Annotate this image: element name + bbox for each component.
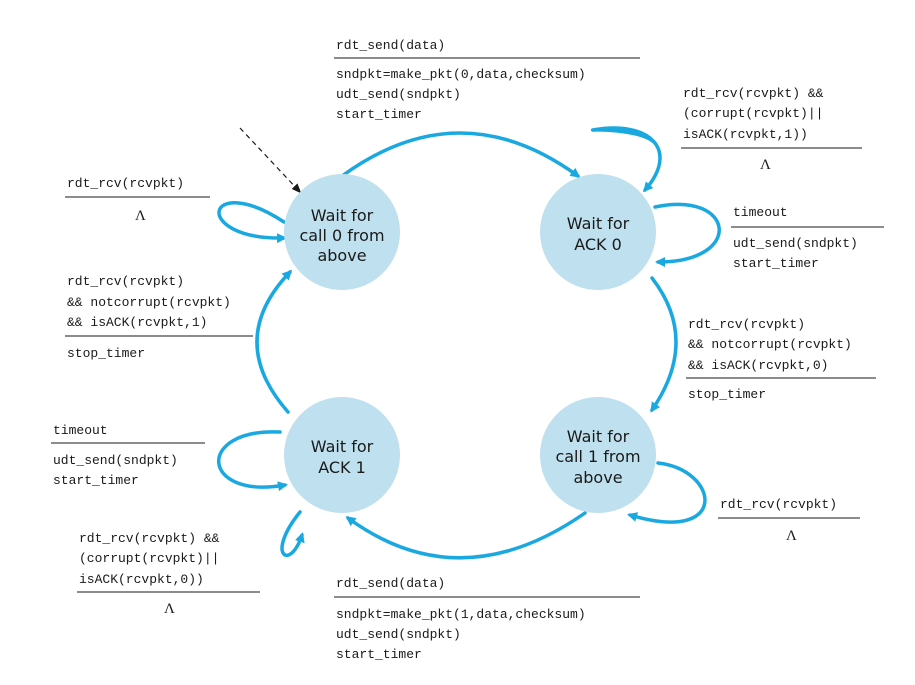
action-text: Λ — [786, 528, 797, 544]
initial-state-arrow — [239, 127, 302, 194]
arc-s2-to-s3 — [345, 511, 587, 560]
action-text: start_timer — [53, 473, 139, 488]
action-text: udt_send(sndpkt) — [733, 236, 858, 251]
action-text: start_timer — [336, 107, 422, 122]
action-text: udt_send(sndpkt) — [53, 453, 178, 468]
arc-s1-to-s2 — [650, 276, 678, 413]
label-ack0-ok: rdt_rcv(rcvpkt) && notcorrupt(rcvpkt) &&… — [686, 317, 876, 402]
state-wait-call-1: Wait for call 1 from above — [540, 397, 656, 513]
arc-s0-to-s1 — [340, 131, 581, 178]
label-timeout1: timeout udt_send(sndpkt) start_timer — [51, 423, 205, 488]
state-label-line: ACK 0 — [574, 235, 622, 254]
state-wait-call-0: Wait for call 0 from above — [284, 174, 400, 290]
action-text: start_timer — [336, 647, 422, 662]
state-label-line: ACK 1 — [318, 458, 366, 477]
label-wait0-rcv: rdt_rcv(rcvpkt) Λ — [65, 176, 210, 224]
state-label-line: above — [573, 468, 622, 487]
action-text: udt_send(sndpkt) — [336, 87, 461, 102]
state-label-line: Wait for — [311, 206, 374, 225]
event-text: rdt_rcv(rcvpkt) — [67, 176, 184, 191]
state-label-line: call 1 from — [555, 447, 640, 466]
action-text: sndpkt=make_pkt(1,data,checksum) — [336, 607, 586, 622]
action-text: stop_timer — [67, 346, 145, 361]
label-ack1-corrupt: rdt_rcv(rcvpkt) && (corrupt(rcvpkt)|| is… — [77, 531, 260, 617]
loop-s3-corrupt — [280, 510, 305, 557]
event-text: && isACK(rcvpkt,1) — [67, 315, 207, 330]
loop-s0-rcv — [217, 201, 287, 244]
event-text: rdt_rcv(rcvpkt) && — [683, 86, 824, 101]
state-label-line: Wait for — [311, 437, 374, 456]
loop-s1-corrupt — [591, 126, 662, 193]
event-text: timeout — [733, 205, 788, 220]
event-text: (corrupt(rcvpkt)|| — [79, 551, 219, 566]
event-text: rdt_send(data) — [336, 38, 445, 53]
action-text: stop_timer — [688, 387, 766, 402]
label-send0: rdt_send(data) sndpkt=make_pkt(0,data,ch… — [334, 38, 640, 122]
event-text: rdt_send(data) — [336, 576, 445, 591]
state-wait-ack-0: Wait for ACK 0 — [540, 174, 656, 290]
action-text: sndpkt=make_pkt(0,data,checksum) — [336, 67, 586, 82]
event-text: isACK(rcvpkt,0)) — [79, 572, 204, 587]
state-label-line: Wait for — [567, 214, 630, 233]
action-text: udt_send(sndpkt) — [336, 627, 461, 642]
state-wait-ack-1: Wait for ACK 1 — [284, 397, 400, 513]
state-label-line: Wait for — [567, 427, 630, 446]
action-text: Λ — [164, 601, 175, 617]
label-send1: rdt_send(data) sndpkt=make_pkt(1,data,ch… — [334, 576, 640, 662]
loop-s3-timeout — [217, 430, 288, 492]
event-text: && isACK(rcvpkt,0) — [688, 358, 828, 373]
action-text: Λ — [760, 157, 771, 173]
action-text: start_timer — [733, 256, 819, 271]
event-text: && notcorrupt(rcvpkt) — [67, 295, 231, 310]
event-text: (corrupt(rcvpkt)|| — [683, 106, 823, 121]
label-timeout0: timeout udt_send(sndpkt) start_timer — [731, 205, 884, 271]
event-text: && notcorrupt(rcvpkt) — [688, 337, 852, 352]
event-text: rdt_rcv(rcvpkt) — [688, 317, 805, 332]
label-ack0-corrupt: rdt_rcv(rcvpkt) && (corrupt(rcvpkt)|| is… — [681, 86, 862, 173]
state-label-line: call 0 from — [299, 226, 384, 245]
action-text: Λ — [135, 208, 146, 224]
loop-s1-timeout — [653, 202, 721, 267]
label-wait1-rcv: rdt_rcv(rcvpkt) Λ — [718, 497, 860, 544]
arc-s3-to-s0 — [255, 269, 293, 414]
event-text: timeout — [53, 423, 108, 438]
state-label-line: above — [317, 246, 366, 265]
event-text: rdt_rcv(rcvpkt) && — [79, 531, 220, 546]
event-text: isACK(rcvpkt,1)) — [683, 127, 808, 142]
label-ack1-ok: rdt_rcv(rcvpkt) && notcorrupt(rcvpkt) &&… — [65, 274, 253, 361]
event-text: rdt_rcv(rcvpkt) — [67, 274, 184, 289]
event-text: rdt_rcv(rcvpkt) — [720, 497, 837, 512]
loop-s2-rcv — [627, 461, 707, 524]
